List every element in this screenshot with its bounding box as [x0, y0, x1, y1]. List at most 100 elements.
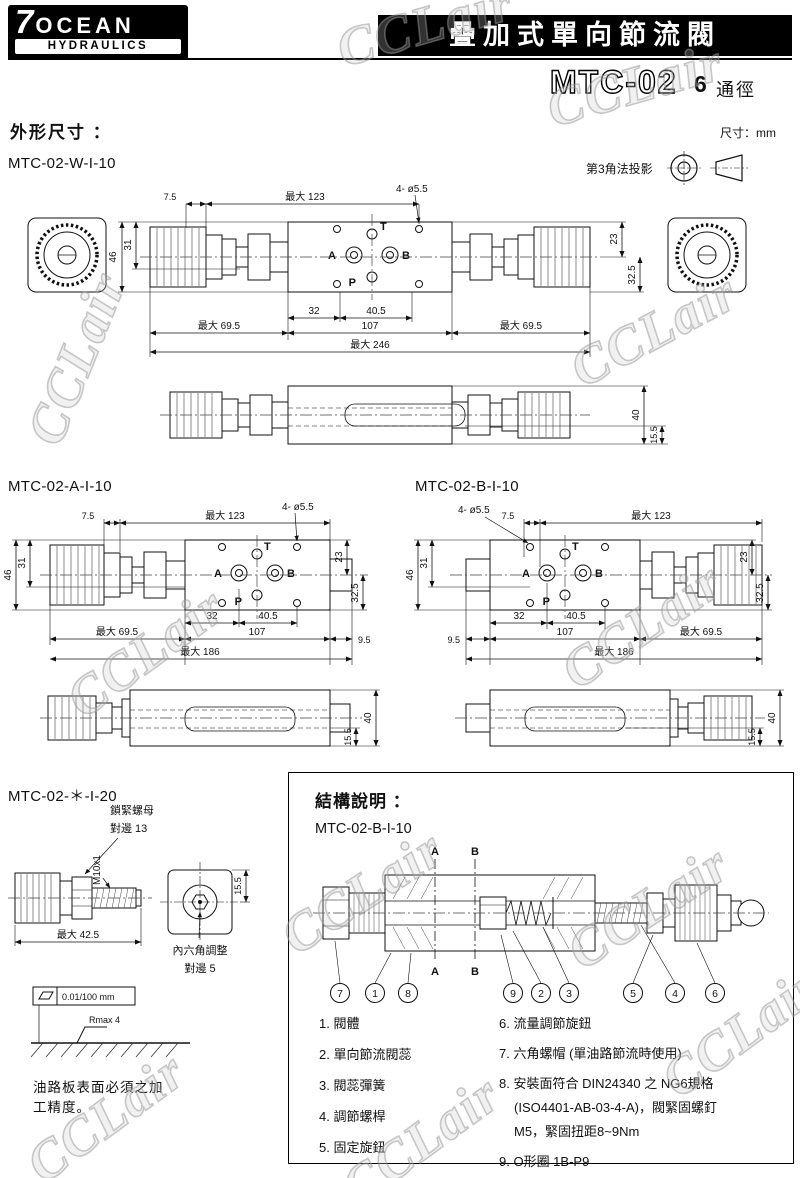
balloon-8: 8 [405, 988, 411, 1000]
b-dim-max123: 最大 123 [539, 509, 763, 567]
header-rule [8, 58, 792, 60]
balloon-3: 3 [566, 988, 572, 1000]
svg-text:46: 46 [108, 251, 119, 263]
b-dim-9-5: 9.5 [447, 591, 491, 665]
svg-text:32: 32 [308, 306, 320, 317]
svg-text:7.5: 7.5 [82, 511, 95, 521]
svg-text:對邊 13: 對邊 13 [110, 821, 147, 835]
svg-text:31: 31 [17, 557, 28, 569]
model-number: MTC-02 [549, 63, 678, 100]
svg-text:107: 107 [557, 627, 574, 638]
w-dim-max69-5-left: 最大 69.5 [149, 287, 289, 357]
svg-text:A: A [431, 846, 439, 858]
balloon-5: 5 [630, 988, 636, 1000]
logo-subtitle: HYDRAULICS [15, 39, 181, 54]
outline-dimensions-label: 外形尺寸 ： [10, 123, 112, 142]
svg-text:40: 40 [363, 712, 374, 724]
cs-section-a: A A [431, 846, 439, 978]
part-item: 7. 六角螺帽 (單油路節流時使用) [499, 1046, 682, 1061]
b-dim-7-5: 7.5 [502, 511, 541, 557]
port-label-p: P [349, 277, 356, 289]
a-centerlines [40, 535, 368, 619]
svg-text:107: 107 [362, 321, 379, 332]
svg-text:32: 32 [513, 611, 525, 622]
w-centerlines [140, 214, 600, 300]
w-dim-46: 46 [108, 221, 288, 293]
star-dim-max42-5: 最大 42.5 [14, 908, 142, 946]
w-dim-max69-5-right: 最大 69.5 [451, 287, 591, 357]
svg-text:最大 246: 最大 246 [350, 338, 390, 351]
b-dim-46: 46 [405, 539, 490, 611]
b-dim-31: 31 [419, 539, 530, 588]
port-label-t: T [572, 541, 579, 553]
a-dim-max123: 最大 123 [119, 509, 331, 552]
part-item-continued: (ISO4401-AB-03-4-A)，閥緊固螺釘 [514, 1100, 717, 1115]
svg-text:M10x1: M10x1 [92, 855, 103, 885]
w-dim-max246: 最大 246 [149, 338, 591, 355]
svg-text:9.5: 9.5 [358, 635, 371, 645]
svg-text:4- ø5.5: 4- ø5.5 [396, 184, 428, 195]
svg-text:對邊 5: 對邊 5 [184, 961, 215, 975]
b-dim-40-5: 40.5 [546, 607, 606, 629]
drawing-w-top-view: T A B P 最大 123 7.5 [27, 184, 747, 357]
cs-section-b: B B [471, 846, 479, 978]
svg-text:107: 107 [249, 627, 266, 638]
parts-list-left: 1. 閥體 2. 單向節流閥蕊 3. 閥蕊彈簧 4. 調節螺桿 5. 固定旋鈕 [319, 1013, 411, 1168]
part-item: 3. 閥蕊彈簧 [319, 1078, 386, 1093]
balloon-1: 1 [372, 988, 378, 1000]
w-dim-7-5: 7.5 [164, 192, 207, 228]
svg-text:7.5: 7.5 [164, 192, 177, 202]
a-dim-46: 46 [3, 539, 185, 611]
machined-surface [30, 1042, 190, 1058]
svg-text:32.5: 32.5 [350, 583, 361, 603]
svg-text:31: 31 [419, 557, 430, 569]
b-dim-23: 23 [640, 539, 756, 576]
svg-text:40: 40 [767, 712, 778, 724]
w-dim-mounting-holes: 4- ø5.5 [396, 184, 428, 224]
w-dim-32-5: 32.5 [590, 256, 644, 293]
b-side-dim-40: 40 [670, 689, 784, 747]
third-angle-projection-label: 第3角法投影 [586, 162, 653, 176]
a-side-dim-15-5: 15.5 [330, 727, 360, 747]
svg-text:9.5: 9.5 [447, 635, 460, 645]
part-item: 8. 安裝面符合 DIN24340 之 NG6規格 [499, 1076, 714, 1091]
port-label-t: T [380, 221, 387, 233]
a-dim-31: 31 [17, 539, 185, 588]
balloon-2: 2 [538, 988, 544, 1000]
a-dim-23: 23 [330, 539, 351, 576]
w-dim-23: 23 [452, 221, 626, 258]
port-label-b: B [595, 568, 603, 580]
svg-text:B: B [471, 846, 479, 858]
parts-list-right: 6. 流量調節旋鈕 7. 六角螺帽 (單油路節流時使用) 8. 安裝面符合 DI… [499, 1013, 787, 1178]
drawing-title-star: MTC-02-＊-I-20 [8, 788, 117, 805]
svg-text:7.5: 7.5 [502, 511, 515, 521]
star-hex-label: 內六角調整 對邊 5 [173, 911, 228, 975]
surface-note-line1: 油路板表面必須之加 [33, 1080, 164, 1095]
svg-text:最大 69.5: 最大 69.5 [96, 625, 139, 638]
a-side-dim-40: 40 [330, 689, 380, 747]
valve-size-unit: 通徑 [716, 80, 756, 100]
svg-text:15.5: 15.5 [747, 728, 757, 746]
part-item: 1. 閥體 [319, 1016, 360, 1031]
projection-cone-icon [715, 154, 743, 182]
svg-text:46: 46 [405, 569, 416, 581]
w-dim-31: 31 [123, 221, 240, 270]
a-dim-max69-5: 最大 69.5 [49, 605, 186, 645]
part-item: 6. 流量調節旋鈕 [499, 1016, 592, 1031]
w-side-dim-40: 40 [452, 385, 668, 445]
svg-text:15.5: 15.5 [343, 728, 353, 746]
svg-text:31: 31 [123, 239, 134, 251]
svg-text:Rmax 4: Rmax 4 [89, 1015, 120, 1025]
b-dim-max69-5: 最大 69.5 [639, 605, 763, 665]
structure-model: MTC-02-B-I-10 [315, 821, 412, 837]
structure-description-panel: 結構說明 ： MTC-02-B-I-10 [288, 772, 794, 1169]
drawing-a-top-view: T A B P 最大 123 7.5 4- ø5.5 [3, 502, 371, 665]
svg-text:32.5: 32.5 [755, 583, 766, 603]
balloon-9: 9 [510, 988, 516, 1000]
b-side-dim-15-5: 15.5 [625, 727, 764, 747]
balloon-7: 7 [337, 988, 343, 1000]
drawing-title-w: MTC-02-W-I-10 [8, 155, 116, 172]
drawing-w-side-view: 40 15.5 [160, 385, 668, 445]
w-dim-max123: 最大 123 [205, 190, 420, 232]
svg-text:40.5: 40.5 [366, 306, 386, 317]
